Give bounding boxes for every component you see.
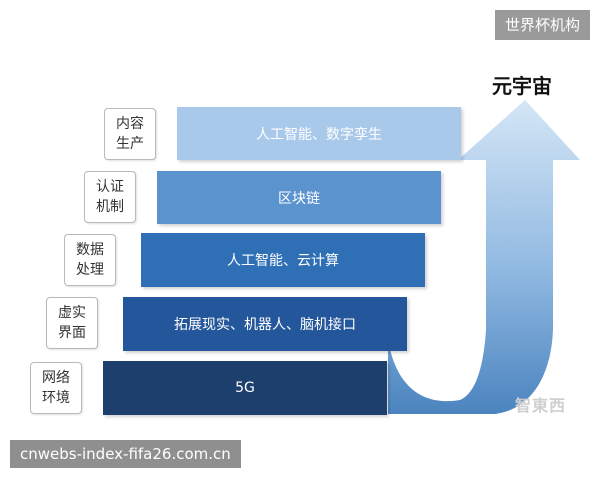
layer-bar-interface: 拓展现实、机器人、脑机接口 (123, 297, 407, 351)
layer-bar-network: 5G (103, 361, 387, 415)
layer-bar-content: 人工智能、数字孪生 (177, 107, 461, 160)
layer-label-content: 内容生产 (104, 108, 156, 160)
layer-bar-data: 人工智能、云计算 (141, 233, 425, 287)
layer-label-data: 数据处理 (64, 234, 116, 286)
footer-url: cnwebs-index-fifa26.com.cn (10, 440, 241, 468)
layer-label-auth: 认证机制 (84, 171, 136, 223)
layer-bar-auth: 区块链 (157, 171, 441, 224)
corner-badge: 世界杯机构 (494, 10, 590, 40)
arrow-shape (388, 100, 580, 414)
layer-label-interface: 虚实界面 (46, 297, 98, 349)
layer-label-network: 网络环境 (30, 362, 82, 414)
watermark-logo: 智東西 (515, 396, 567, 415)
diagram-title: 元宇宙 (492, 74, 552, 98)
